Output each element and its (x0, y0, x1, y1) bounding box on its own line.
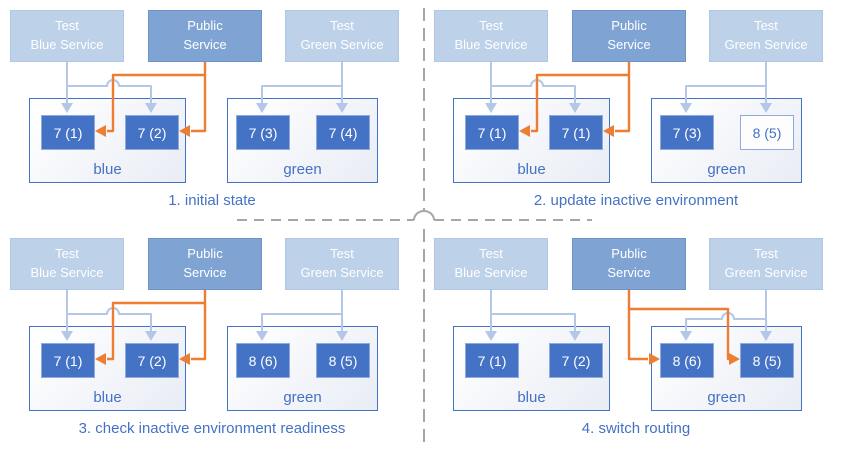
panel-initial-state: Test Blue Service Public Service Test Gr… (0, 0, 424, 228)
service-label-line: Test (754, 246, 778, 262)
panel-update-inactive: Test Blue Service Public Service Test Gr… (424, 0, 848, 228)
service-label-line: Service (183, 37, 227, 52)
blue-environment-label: blue (517, 389, 546, 406)
blue-environment-box: 7 (1) 7 (2) blue (29, 326, 186, 411)
blue-environment-label: blue (517, 161, 546, 178)
test-green-service-box: Test Green Service (285, 10, 399, 62)
blue-environment-label: blue (93, 161, 122, 178)
green-environment-box: 7 (3) 8 (5) green (651, 98, 802, 183)
public-service-box: Public Service (148, 10, 262, 62)
service-label-line: Green Service (300, 265, 384, 280)
panel-caption: 1. initial state (168, 192, 256, 209)
test-green-service-box: Test Green Service (709, 10, 823, 62)
panel-caption: 2. update inactive environment (533, 192, 739, 209)
blue-pod-1: 7 (1) (465, 343, 519, 378)
green-pod-2: 7 (4) (316, 115, 370, 150)
panel-caption: 3. check inactive environment readiness (78, 420, 346, 437)
service-label-line: Test (330, 18, 354, 34)
test-blue-service-box: Test Blue Service (434, 10, 548, 62)
blue-pod-2: 7 (1) (549, 115, 603, 150)
public-service-box: Public Service (572, 10, 686, 62)
blue-environment-box: 7 (1) 7 (1) blue (453, 98, 610, 183)
blue-environment-box: 7 (1) 7 (2) blue (453, 326, 610, 411)
blue-pod-1: 7 (1) (41, 115, 95, 150)
service-label-line: Test (754, 18, 778, 34)
service-label-line: Service (607, 37, 651, 52)
blue-environment-box: 7 (1) 7 (2) blue (29, 98, 186, 183)
public-route-wire (191, 62, 207, 133)
public-service-box: Public Service (148, 238, 262, 290)
green-pod-1: 8 (6) (660, 343, 714, 378)
service-label-line: Blue Service (454, 265, 528, 280)
service-label-line: Public (187, 246, 223, 262)
public-service-box: Public Service (572, 238, 686, 290)
blue-pod-2: 7 (2) (125, 115, 179, 150)
test-blue-service-box: Test Blue Service (10, 10, 124, 62)
blue-environment-label: blue (93, 389, 122, 406)
green-pod-2: 8 (5) (316, 343, 370, 378)
green-environment-label: green (283, 389, 322, 406)
test-green-service-box: Test Green Service (285, 238, 399, 290)
service-label-line: Test (479, 18, 503, 34)
service-label-line: Test (479, 246, 503, 262)
service-label-line: Public (611, 246, 647, 262)
green-pod-2-starting: 8 (5) (740, 115, 794, 150)
green-environment-box: 7 (3) 7 (4) green (227, 98, 378, 183)
blue-pod-2: 7 (2) (125, 343, 179, 378)
blue-pod-1: 7 (1) (465, 115, 519, 150)
green-pod-1: 7 (3) (236, 115, 290, 150)
green-environment-label: green (707, 389, 746, 406)
service-label-line: Blue Service (30, 37, 104, 52)
service-label-line: Test (55, 18, 79, 34)
service-label-line: Test (55, 246, 79, 262)
service-label-line: Service (607, 265, 651, 280)
service-label-line: Blue Service (30, 265, 104, 280)
test-blue-service-box: Test Blue Service (10, 238, 124, 290)
service-label-line: Service (183, 265, 227, 280)
green-environment-box: 8 (6) 8 (5) green (651, 326, 802, 411)
panel-switch-routing: Test Blue Service Public Service Test Gr… (424, 228, 848, 456)
public-route-wire (627, 290, 648, 361)
service-label-line: Public (187, 18, 223, 34)
blue-pod-1: 7 (1) (41, 343, 95, 378)
test-green-service-box: Test Green Service (709, 238, 823, 290)
service-label-line: Green Service (724, 265, 808, 280)
green-pod-1: 8 (6) (236, 343, 290, 378)
panel-caption: 4. switch routing (581, 420, 691, 437)
service-label-line: Test (330, 246, 354, 262)
panel-check-readiness: Test Blue Service Public Service Test Gr… (0, 228, 424, 456)
green-pod-2: 8 (5) (740, 343, 794, 378)
green-pod-1: 7 (3) (660, 115, 714, 150)
public-route-wire (615, 62, 631, 133)
service-label-line: Blue Service (454, 37, 528, 52)
blue-pod-2: 7 (2) (549, 343, 603, 378)
service-label-line: Green Service (300, 37, 384, 52)
test-blue-service-box: Test Blue Service (434, 238, 548, 290)
service-label-line: Public (611, 18, 647, 34)
service-label-line: Green Service (724, 37, 808, 52)
green-environment-label: green (283, 161, 322, 178)
green-environment-label: green (707, 161, 746, 178)
public-route-wire (191, 290, 207, 361)
green-environment-box: 8 (6) 8 (5) green (227, 326, 378, 411)
